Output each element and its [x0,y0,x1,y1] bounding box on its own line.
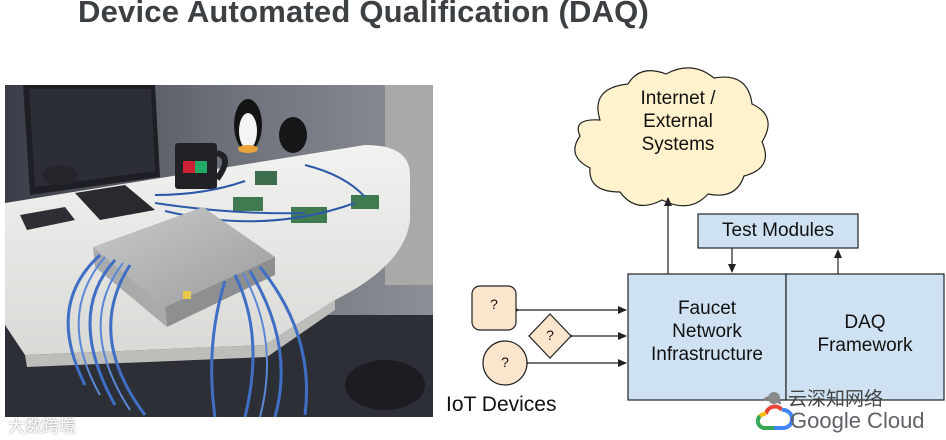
google-cloud-text: Google Cloud [790,408,925,433]
daq-box [785,273,945,401]
device-2-label: ? [546,327,554,343]
google-cloud-logo-icon [755,392,794,430]
iot-devices-label: IoT Devices [446,393,557,416]
cloud-shape [574,67,769,207]
diagram-shapes [471,67,945,401]
slide-title: Device Automated Qualification (DAQ) [78,0,650,29]
test-modules-label: Test Modules [722,220,834,241]
device-3-shape [482,340,528,386]
device-2-shape [528,313,572,359]
test-modules-box [697,213,859,249]
lab-setup-photo [5,85,433,417]
daq-diagram: Internet / External Systems Test Modules… [440,60,946,440]
device-3-label: ? [501,354,509,370]
faucet-label: Faucet Network Infrastructure [651,298,763,365]
cloud-label: Internet / External Systems [640,88,716,155]
lab-photo-illustration [5,85,433,417]
daq-label: DAQ Framework [817,312,913,356]
device-1-label: ? [490,296,498,312]
wechat-watermark: 云深知网络 [788,388,884,410]
device-1-shape [471,285,517,331]
watermark-left: 大数跨境 [8,417,76,437]
